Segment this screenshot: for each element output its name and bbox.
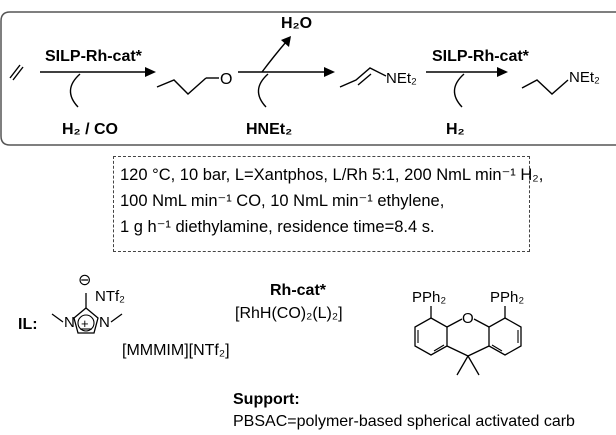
anion-label: NTf₂ [95,288,125,305]
support-title: Support: [233,391,300,408]
catalyst-title: Rh-cat* [270,282,327,299]
conditions-line-3: 1 g h⁻¹ diethylamine, residence time=8.4… [120,218,435,236]
n3-methyl-bond [110,313,123,323]
amine-reagent-label: HNEt₂ [246,121,292,138]
anion-charge: ⊖ [78,272,91,289]
methyl-bond-left [456,355,469,376]
n1-methyl-bond [51,313,64,323]
step1-reagent-label: H₂ / CO [62,121,118,138]
enamine-skeleton [339,67,387,88]
step1-arrowhead [145,67,156,77]
product-skeleton [521,79,569,95]
reaction-box [0,11,616,146]
step3-reagent-label: H₂ [446,121,465,138]
step3-arrowhead [497,67,508,77]
propanal-oxygen: O [220,71,232,88]
cation-charge-circle [77,314,95,332]
ligand-right-pph2: PPh₂ [490,289,524,306]
water-label: H₂O [281,15,312,32]
imidazolium-n3: N [99,314,110,331]
ether-bond-left [446,318,463,328]
water-release-curve [261,41,287,73]
enamine-double-bond [357,73,372,86]
imidazolium-ring [73,307,99,334]
ether-bond-right [473,318,490,328]
xanthene-left-ring [414,317,448,356]
conditions-box: 120 °C, 10 bar, L=Xantphos, L/Rh 5:1, 20… [113,156,544,252]
conditions-line-2: 100 NmL min⁻¹ CO, 10 NmL min⁻¹ ethylene, [120,192,445,210]
amine-addition-curve [257,73,269,108]
step2-arrowhead [324,67,335,77]
step1-reagent-curve [69,73,81,108]
cation-charge: + [81,316,89,331]
bridge-bond-left [446,345,469,357]
bridge-bond-right [467,345,490,357]
step1-catalyst-label: SILP-Rh-cat* [45,48,143,65]
right-ring-double-bond-2 [491,344,503,352]
ethylene-double-bond [12,66,24,81]
left-ring-double-bond-2 [433,344,445,352]
ligand-oxygen: O [462,310,474,327]
propanal-skeleton [156,77,207,95]
water-release-arrowhead [281,36,291,47]
xanthene-right-ring [488,317,522,356]
catalyst-formula: [RhH(CO)₂(L)₂] [235,305,343,322]
ethylene-bond [9,64,21,79]
step3-reagent-curve [453,73,465,108]
ionic-liquid-name: [MMMIM][NTf₂] [122,342,230,359]
conditions-line-1: 120 °C, 10 bar, L=Xantphos, L/Rh 5:1, 20… [120,166,544,184]
step3-catalyst-label: SILP-Rh-cat* [432,48,530,65]
product-amine-group: NEt₂ [569,69,600,86]
ligand-left-pph2: PPh₂ [412,289,446,306]
enamine-amine-group: NEt₂ [386,70,417,87]
support-text: PBSAC=polymer-based spherical activated … [233,413,575,430]
ionic-liquid-label: IL: [18,316,38,333]
methyl-bond-right [467,355,480,376]
imidazolium-n1: N [64,314,75,331]
